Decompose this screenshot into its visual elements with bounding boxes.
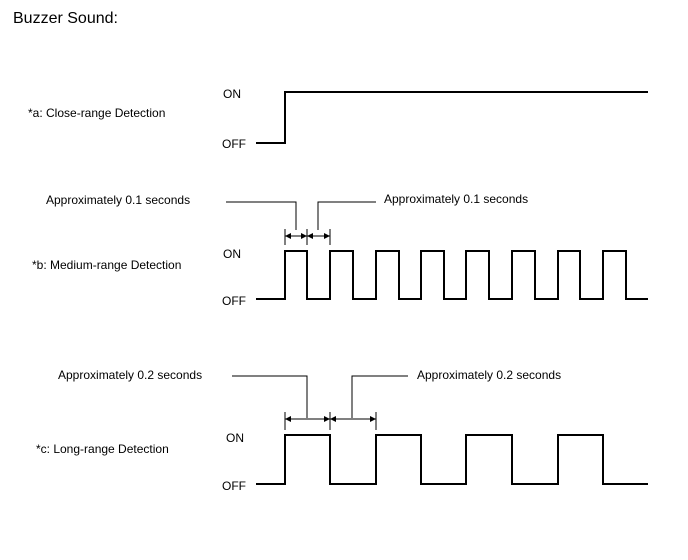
panel-a-off-label: OFF [222, 137, 246, 151]
panel-c-off-annotation: Approximately 0.2 seconds [417, 368, 561, 382]
panel-medium-range: Approximately 0.1 seconds Approximately … [32, 192, 648, 308]
panel-a-label: *a: Close-range Detection [28, 106, 165, 120]
page-title: Buzzer Sound: [13, 10, 118, 27]
panel-c-label: *c: Long-range Detection [36, 442, 169, 456]
panel-c-waveform [256, 434, 648, 485]
panel-b-off-annotation: Approximately 0.1 seconds [384, 192, 528, 206]
panel-a-waveform [256, 91, 648, 144]
panel-c-off-leader [351, 375, 408, 418]
panel-c-off-label: OFF [222, 479, 246, 493]
panel-b-off-label: OFF [222, 294, 246, 308]
panel-b-label: *b: Medium-range Detection [32, 258, 181, 272]
panel-b-waveform [256, 250, 648, 300]
panel-a-on-label: ON [223, 87, 241, 101]
panel-c-on-leader [232, 375, 308, 418]
panel-b-on-annotation: Approximately 0.1 seconds [46, 193, 190, 207]
panel-long-range: Approximately 0.2 seconds Approximately … [36, 368, 648, 493]
panel-b-off-leader [317, 201, 376, 230]
panel-c-on-label: ON [226, 431, 244, 445]
panel-b-on-label: ON [223, 247, 241, 261]
panel-b-on-leader [226, 201, 297, 230]
panel-close-range: *a: Close-range Detection ON OFF [28, 87, 648, 151]
panel-c-on-annotation: Approximately 0.2 seconds [58, 368, 202, 382]
